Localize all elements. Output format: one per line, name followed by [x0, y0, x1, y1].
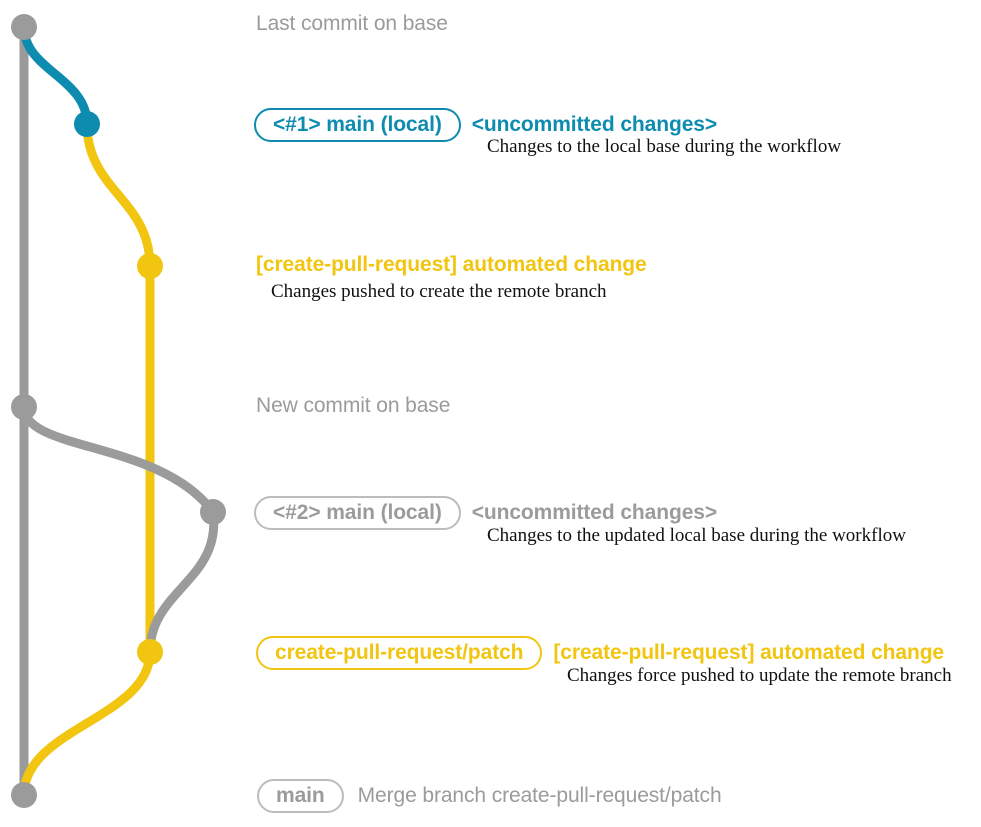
commit-message: <uncommitted changes> [471, 501, 718, 524]
node-last-commit-on-base[interactable] [11, 14, 37, 40]
node-local-uncommitted-2[interactable] [200, 499, 226, 525]
commit-subnote: Changes pushed to create the remote bran… [271, 281, 607, 302]
row-local-uncommitted-1: <#1> main (local) <uncommitted changes> … [0, 108, 981, 157]
row-last-commit-on-base: Last commit on base [0, 12, 981, 36]
commit-subnote: Changes to the local base during the wor… [487, 136, 842, 157]
commit-headline: New commit on base [256, 394, 451, 417]
row-automated-change-create: [create-pull-request] automated change C… [0, 253, 981, 302]
branch-badge-main[interactable]: main [257, 779, 344, 813]
branch-badge-main-local-1[interactable]: <#1> main (local) [254, 108, 461, 142]
node-automated-change-create[interactable] [137, 253, 163, 279]
edge-local-1-to-patch-1 [82, 119, 155, 271]
row-automated-change-update: create-pull-request/patch [create-pull-r… [0, 636, 981, 686]
commit-message: [create-pull-request] automated change [553, 641, 945, 664]
edge-base-to-local-2 [19, 402, 218, 517]
commit-message: Merge branch create-pull-request/patch [357, 784, 722, 807]
commit-subnote: Changes force pushed to update the remot… [567, 665, 952, 686]
commit-message: [create-pull-request] automated change [256, 253, 647, 276]
branch-badge-main-local-2[interactable]: <#2> main (local) [254, 496, 461, 530]
row-new-commit-on-base: New commit on base [0, 394, 981, 418]
edge-base-to-local-1 [19, 22, 92, 129]
node-local-uncommitted-1[interactable] [74, 111, 100, 137]
branch-badge-create-pull-request-patch[interactable]: create-pull-request/patch [256, 636, 543, 670]
node-new-commit-on-base[interactable] [11, 394, 37, 420]
node-automated-change-update[interactable] [137, 639, 163, 665]
commit-subnote-wrapper: Changes force pushed to update the remot… [567, 665, 952, 687]
node-merge-commit[interactable] [11, 782, 37, 808]
commit-subnote-wrapper: Changes to the updated local base during… [487, 525, 906, 547]
edge-local-2-to-patch-2 [145, 507, 219, 657]
row-local-uncommitted-2: <#2> main (local) <uncommitted changes> … [0, 496, 981, 546]
edge-patch-2-to-merge [19, 647, 155, 800]
commit-subnote-wrapper: Changes pushed to create the remote bran… [271, 281, 607, 303]
row-merge-commit: main Merge branch create-pull-request/pa… [0, 779, 981, 813]
commit-headline: Last commit on base [256, 12, 448, 35]
commit-subnote-wrapper: Changes to the local base during the wor… [487, 136, 841, 158]
commit-message: <uncommitted changes> [471, 113, 718, 136]
commit-subnote: Changes to the updated local base during… [487, 525, 906, 546]
